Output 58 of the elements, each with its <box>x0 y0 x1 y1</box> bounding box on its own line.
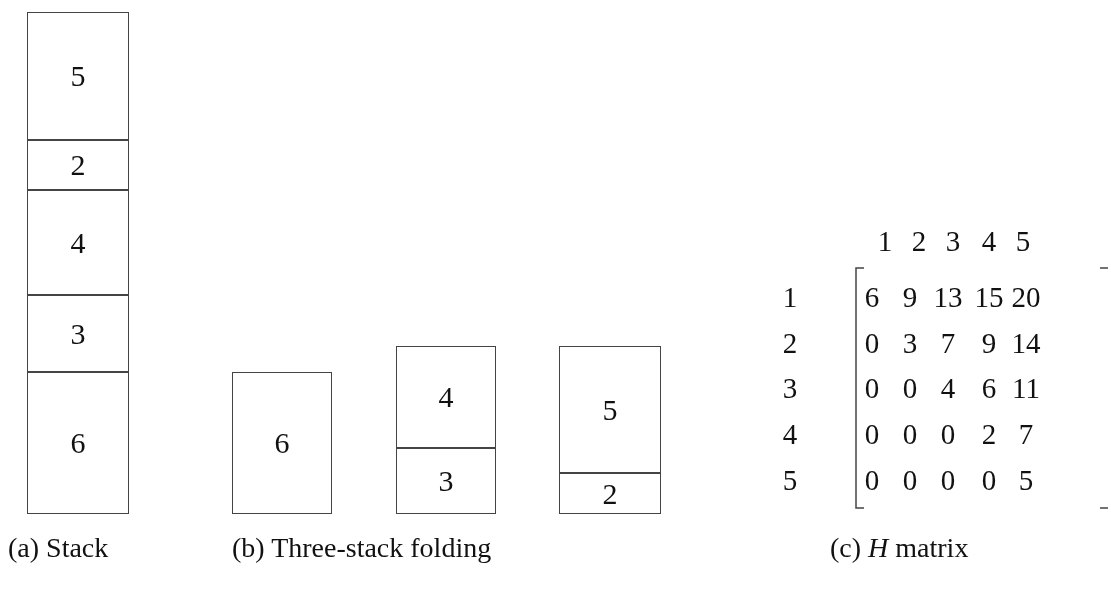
matrix-value: 6 <box>864 282 880 312</box>
matrix-value: 3 <box>902 328 918 358</box>
matrix-value: 0 <box>864 373 880 403</box>
matrix-value: 15 <box>974 282 1004 312</box>
column-header: 2 <box>911 226 927 256</box>
matrix-value: 0 <box>981 465 997 495</box>
stack-block <box>232 372 332 514</box>
stack-block <box>27 372 129 514</box>
block-number: 2 <box>70 148 86 182</box>
row-header: 5 <box>782 465 798 495</box>
matrix-value: 0 <box>940 465 956 495</box>
block-number: 5 <box>70 59 86 93</box>
matrix-value: 7 <box>1018 419 1034 449</box>
block-number: 6 <box>274 426 290 460</box>
block-number: 4 <box>438 380 454 414</box>
matrix-value: 20 <box>1011 282 1041 312</box>
stack-block <box>27 12 129 140</box>
caption: (c) H matrix <box>830 534 969 562</box>
stack-block <box>559 346 661 473</box>
row-header: 1 <box>782 282 798 312</box>
column-header: 1 <box>877 226 893 256</box>
matrix-value: 0 <box>902 465 918 495</box>
caption: (a) Stack <box>8 534 109 562</box>
matrix-value: 9 <box>902 282 918 312</box>
matrix-value: 9 <box>981 328 997 358</box>
column-header: 5 <box>1015 226 1031 256</box>
matrix-value: 4 <box>940 373 956 403</box>
block-number: 6 <box>70 426 86 460</box>
block-number: 3 <box>438 464 454 498</box>
row-header: 4 <box>782 419 798 449</box>
row-header: 2 <box>782 328 798 358</box>
block-number: 3 <box>70 316 86 351</box>
matrix-value: 14 <box>1011 328 1041 358</box>
block-number: 4 <box>70 225 86 260</box>
matrix-value: 0 <box>864 465 880 495</box>
stack-block <box>396 448 496 514</box>
stack-block <box>27 190 129 295</box>
stack-block <box>27 140 129 190</box>
matrix-value: 0 <box>864 419 880 449</box>
stack-block <box>396 346 496 448</box>
column-header: 4 <box>981 226 997 256</box>
matrix-value: 2 <box>981 419 997 449</box>
stack-block <box>559 473 661 514</box>
block-number: 2 <box>602 476 618 511</box>
matrix-value: 13 <box>933 282 963 312</box>
matrix-value: 6 <box>981 373 997 403</box>
matrix-value: 0 <box>864 328 880 358</box>
row-header: 3 <box>782 373 798 403</box>
column-header: 3 <box>945 226 961 256</box>
caption: (b) Three-stack folding <box>232 534 492 562</box>
matrix-value: 11 <box>1012 373 1040 403</box>
matrix-value: 7 <box>940 328 956 358</box>
matrix-value: 0 <box>902 419 918 449</box>
matrix-value: 5 <box>1018 465 1034 495</box>
matrix-value: 0 <box>940 419 956 449</box>
stack-block <box>27 295 129 372</box>
block-number: 5 <box>602 392 618 427</box>
matrix-value: 0 <box>902 373 918 403</box>
